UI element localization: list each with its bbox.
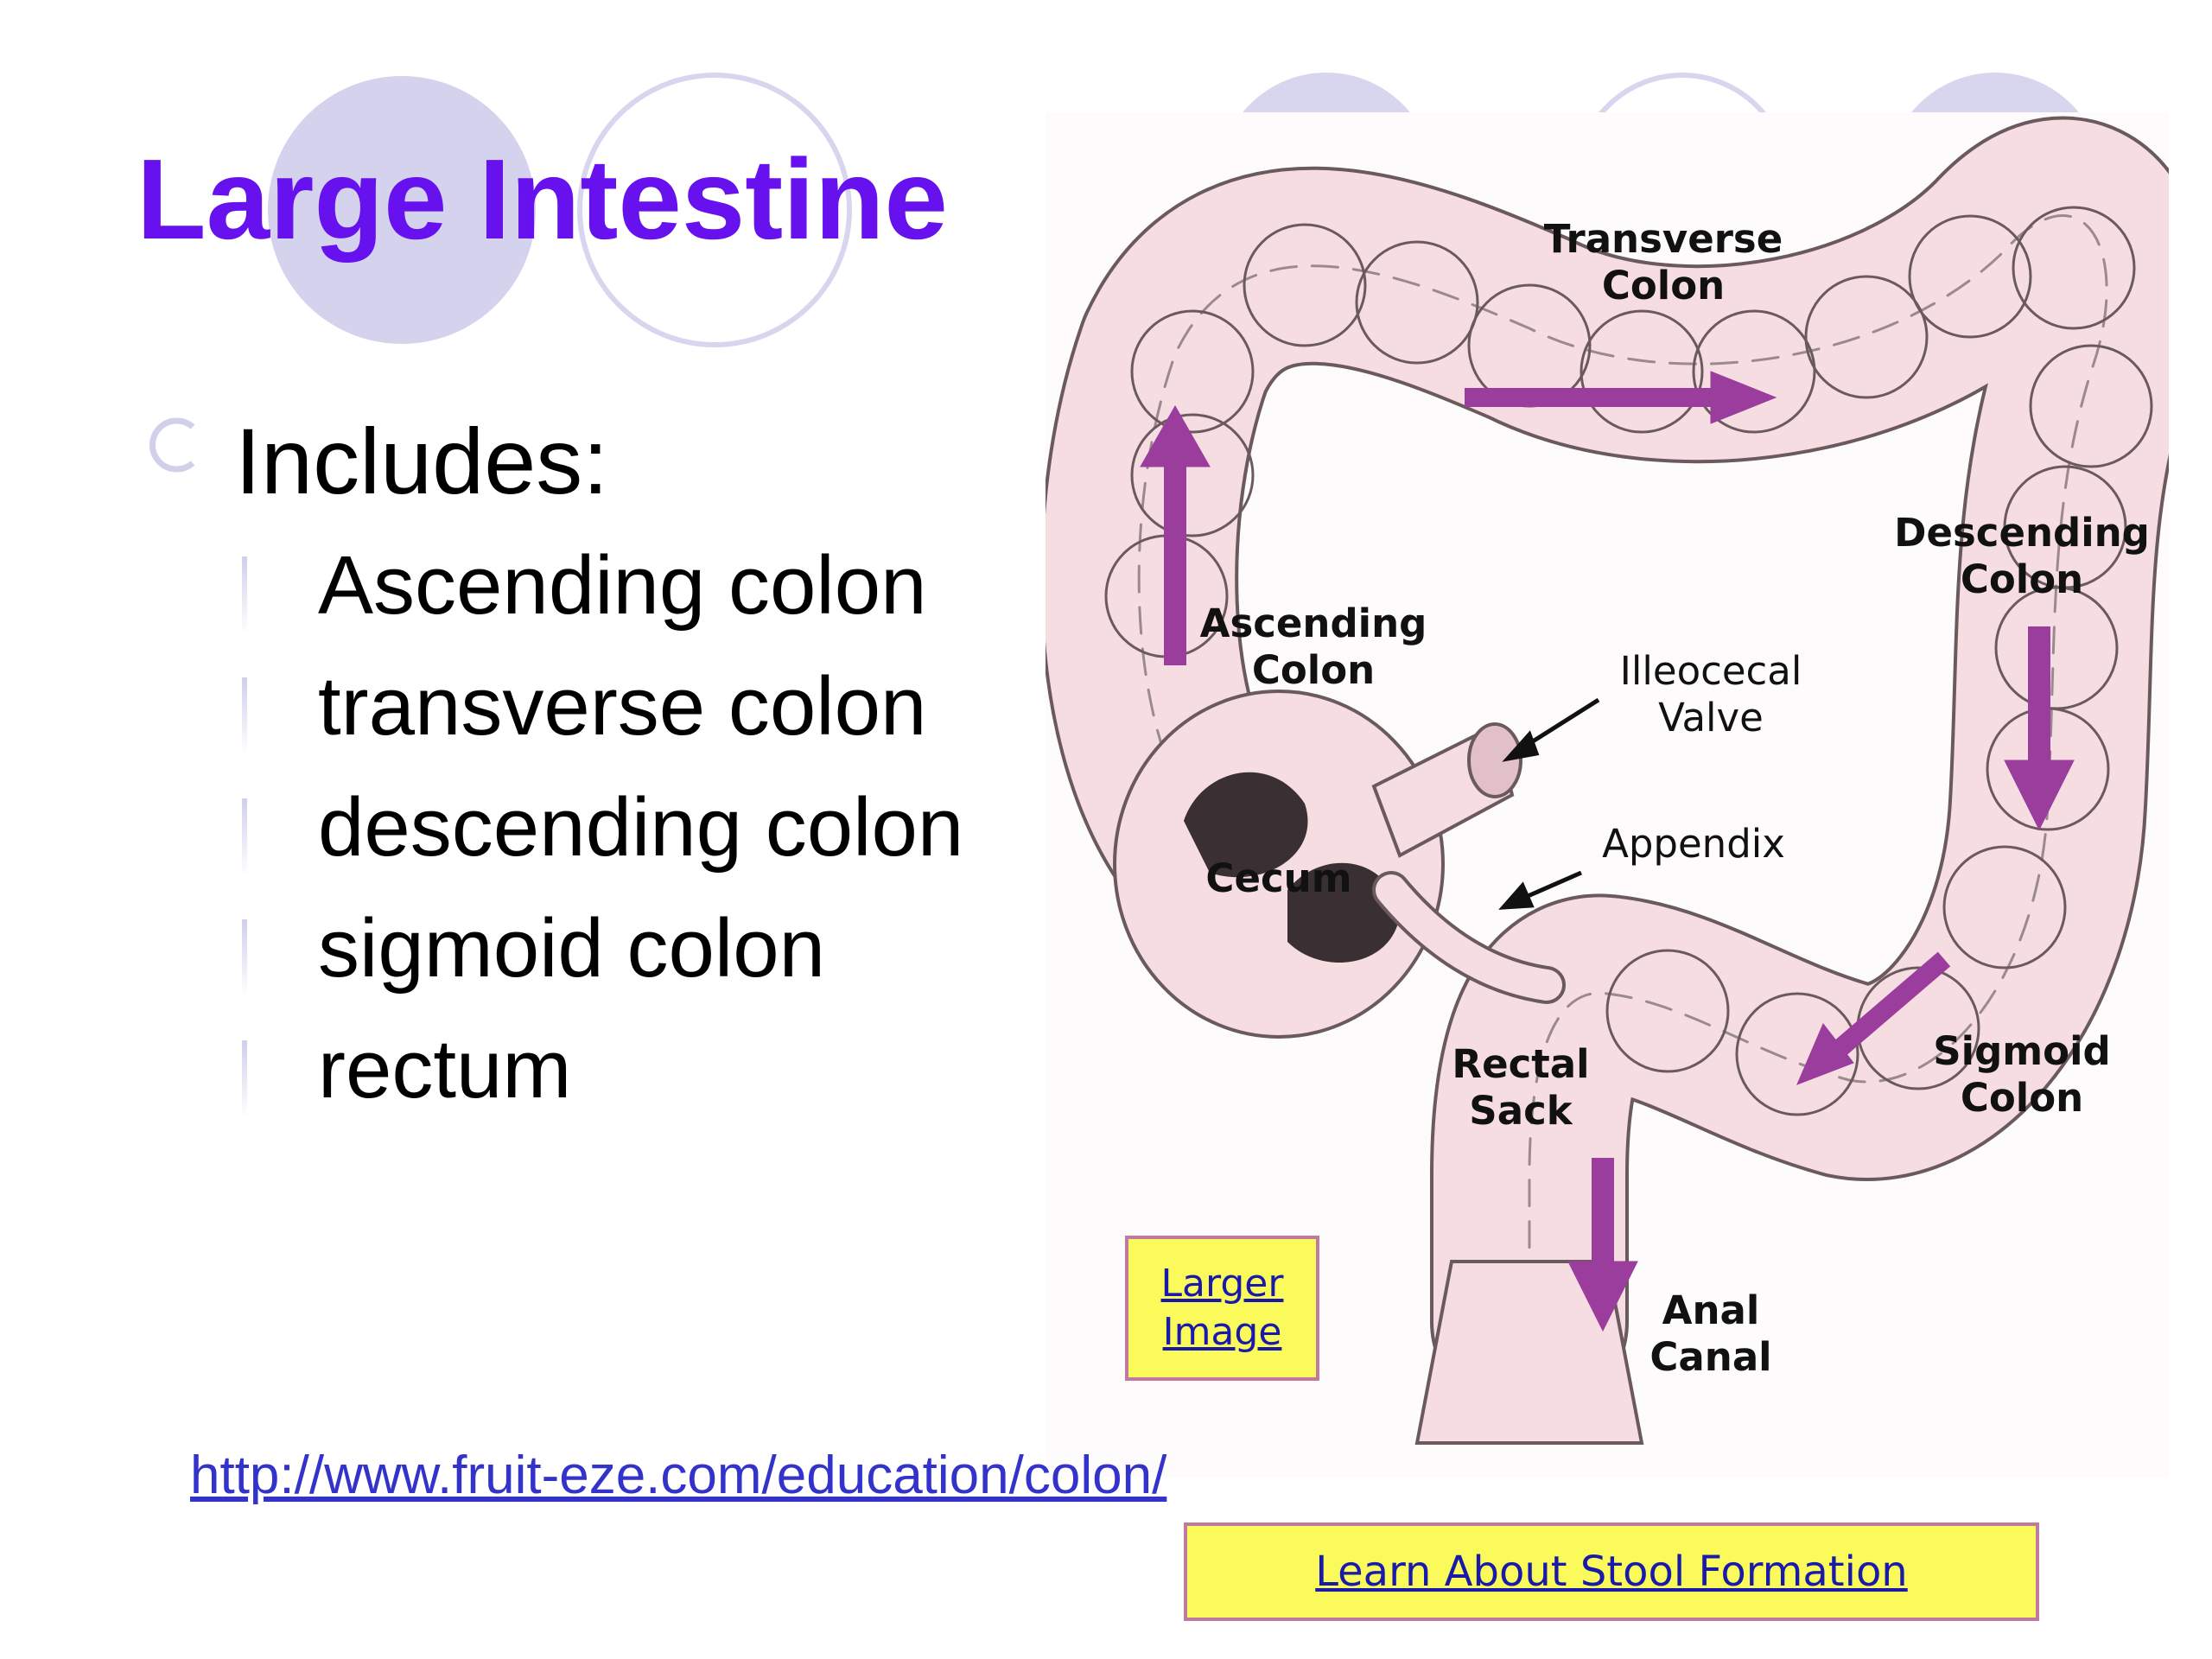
source-url-link[interactable]: http://www.fruit-eze.com/education/colon… — [190, 1446, 1167, 1505]
colon-illustration — [1046, 116, 2169, 1445]
label-cecum: Cecum — [1205, 855, 1352, 901]
bar-bullet-icon — [242, 919, 247, 997]
list-item-label: descending colon — [318, 781, 964, 874]
list-item-label: Ascending colon — [318, 539, 927, 632]
flow-arrow-sigmoid — [1816, 951, 1951, 1071]
slide-title: Large Intestine — [137, 136, 948, 263]
bar-bullet-icon — [242, 1040, 247, 1118]
decor-circle-ring — [577, 73, 852, 347]
decor-circle-filled — [268, 76, 536, 344]
hollow-circle-bullet-icon — [149, 417, 195, 473]
list-item-label: rectum — [318, 1023, 572, 1116]
stool-formation-link[interactable]: Learn About Stool Formation — [1184, 1522, 2039, 1621]
list-item-label: sigmoid colon — [318, 902, 825, 995]
bar-bullet-icon — [242, 556, 247, 634]
list-item-label: transverse colon — [318, 660, 927, 753]
bar-bullet-icon — [242, 677, 247, 755]
label-appendix: Appendix — [1602, 821, 1785, 867]
bar-bullet-icon — [242, 798, 247, 876]
bullet-includes: Includes: — [235, 409, 609, 513]
